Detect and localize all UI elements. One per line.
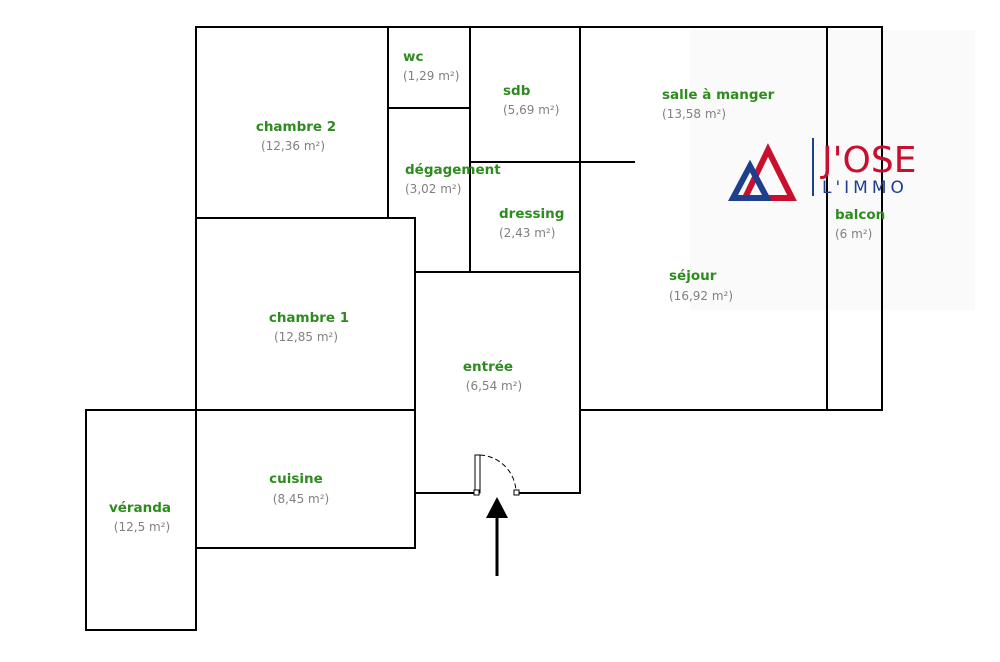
room-wc: wc (1,29 m²) <box>403 49 459 83</box>
room-name: wc <box>403 49 423 65</box>
room-name: chambre 1 <box>269 310 349 326</box>
room-chambre-1: chambre 1 (12,85 m²) <box>269 310 349 344</box>
entrance-arrow-icon <box>486 497 508 576</box>
logo-text-line1: J'OSE <box>820 140 916 181</box>
room-area: (13,58 m²) <box>662 107 726 121</box>
room-area: (2,43 m²) <box>499 226 555 240</box>
room-name: entrée <box>463 359 513 375</box>
room-area: (8,45 m²) <box>273 492 329 506</box>
room-entree: entrée (6,54 m²) <box>463 359 522 393</box>
room-name: balcon <box>835 207 885 223</box>
room-sdb: sdb (5,69 m²) <box>503 83 559 117</box>
room-area: (5,69 m²) <box>503 103 559 117</box>
room-name: sdb <box>503 83 531 99</box>
watermark-area <box>690 30 975 310</box>
room-name: dressing <box>499 206 564 222</box>
room-area: (6,54 m²) <box>466 379 522 393</box>
room-name: séjour <box>669 268 717 284</box>
room-area: (12,85 m²) <box>274 330 338 344</box>
room-degagement: dégagement (3,02 m²) <box>405 162 501 196</box>
room-dressing: dressing (2,43 m²) <box>499 206 564 240</box>
room-balcon: balcon (6 m²) <box>835 207 885 241</box>
room-area: (12,5 m²) <box>114 520 170 534</box>
room-chambre-2: chambre 2 (12,36 m²) <box>256 119 336 153</box>
logo-text-line2: L'IMMO <box>822 178 908 198</box>
room-area: (3,02 m²) <box>405 182 461 196</box>
walls <box>85 26 883 631</box>
room-area: (12,36 m²) <box>261 139 325 153</box>
room-veranda: véranda (12,5 m²) <box>109 500 171 534</box>
jose-limmo-logo: J'OSE L'IMMO <box>728 138 916 201</box>
room-name: chambre 2 <box>256 119 336 135</box>
logo-triangles-icon <box>728 143 797 201</box>
room-name: cuisine <box>269 471 323 487</box>
room-cuisine: cuisine (8,45 m²) <box>269 471 329 506</box>
room-area: (16,92 m²) <box>669 289 733 303</box>
room-name: véranda <box>109 500 171 516</box>
room-area: (1,29 m²) <box>403 69 459 83</box>
room-salle-a-manger: salle à manger (13,58 m²) <box>662 87 775 121</box>
room-area: (6 m²) <box>835 227 872 241</box>
room-name: dégagement <box>405 162 501 178</box>
entrance-door <box>473 454 520 496</box>
room-sejour: séjour (16,92 m²) <box>669 268 733 303</box>
room-name: salle à manger <box>662 87 775 103</box>
